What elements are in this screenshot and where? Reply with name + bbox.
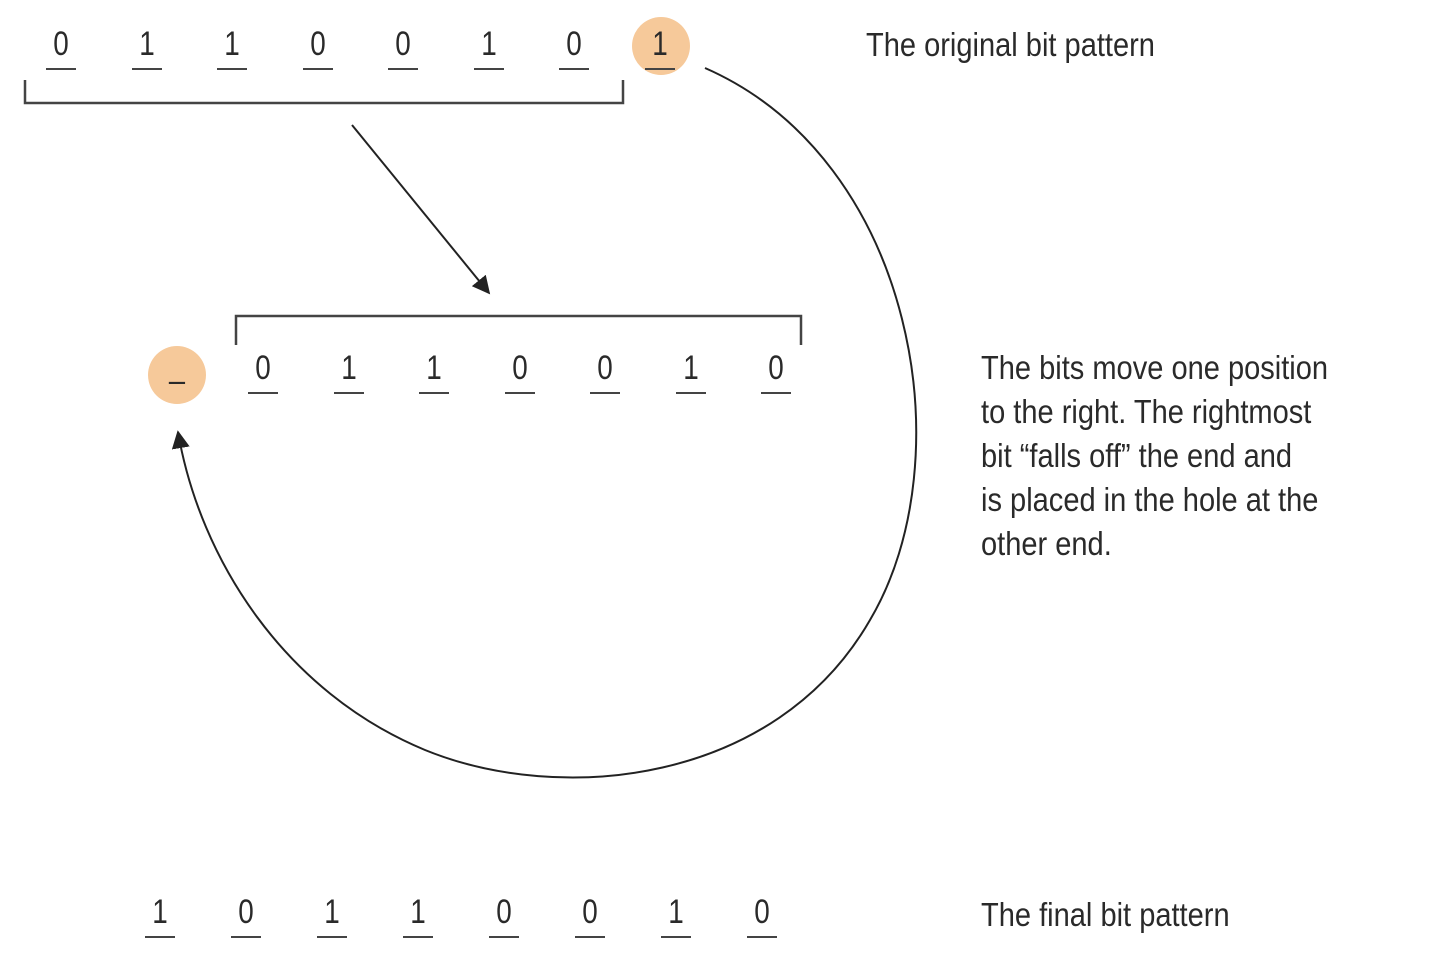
- bit-underline: [489, 936, 519, 938]
- bit-digit: 0: [511, 349, 528, 387]
- shifted-bracket: [234, 314, 803, 345]
- hole-highlight: [148, 346, 206, 404]
- explanation-line: to the right. The rightmost: [981, 393, 1312, 430]
- bit-digit: 0: [768, 349, 784, 387]
- bit-underline: [761, 392, 791, 394]
- bit-underline: [46, 68, 76, 70]
- bit-underline: [675, 392, 706, 394]
- bit-underline: [747, 936, 777, 938]
- bit-underline: [131, 68, 162, 70]
- bit-underline: [559, 68, 589, 70]
- shift-arrow: [351, 124, 491, 295]
- bit-underline: [504, 392, 535, 394]
- bit-underline: [231, 936, 261, 938]
- bit-digit: 1: [668, 893, 684, 931]
- explanation-line: The bits move one position: [981, 349, 1329, 386]
- bit-digit: 1: [682, 349, 699, 387]
- bit-underline: [333, 392, 364, 394]
- bit-underline: [661, 936, 691, 938]
- bit-underline: [248, 392, 278, 394]
- bit-digit: 0: [309, 25, 326, 63]
- bit-digit: 1: [426, 349, 442, 387]
- explanation-line: is placed in the hole at the: [981, 481, 1319, 518]
- bit-digit: 0: [395, 25, 411, 63]
- bit-underline: [317, 936, 347, 938]
- hole-placeholder: _: [169, 347, 185, 385]
- bit-digit: 1: [340, 349, 357, 387]
- wrap-around-arrow: [171, 67, 918, 779]
- bit-digit: 1: [651, 25, 668, 63]
- bit-underline: [403, 936, 433, 938]
- bit-digit: 0: [582, 893, 598, 931]
- bit-digit: 0: [597, 349, 613, 387]
- bit-underline: [419, 392, 449, 394]
- bit-digit: 0: [566, 25, 582, 63]
- bit-digit: 0: [255, 349, 271, 387]
- final-caption: The final bit pattern: [981, 896, 1230, 933]
- bit-underline: [575, 936, 605, 938]
- bit-digit: 0: [238, 893, 254, 931]
- bit-underline: [590, 392, 620, 394]
- bit-underline: [217, 68, 247, 70]
- original-bracket: [23, 80, 625, 105]
- fallen-bit-highlight: [632, 17, 690, 75]
- bit-digit: 1: [224, 25, 240, 63]
- shift-explanation: The bits move one position to the right.…: [981, 346, 1328, 566]
- bit-digit: 0: [496, 893, 512, 931]
- original-caption: The original bit pattern: [866, 26, 1155, 63]
- bit-digit: 1: [324, 893, 340, 931]
- explanation-line: other end.: [981, 525, 1112, 562]
- bit-digit: 1: [138, 25, 155, 63]
- bit-underline: [145, 936, 175, 938]
- bit-digit: 0: [53, 25, 69, 63]
- bit-digit: 1: [480, 25, 497, 63]
- bit-underline: [302, 68, 333, 70]
- bit-digit: 1: [410, 893, 426, 931]
- bit-digit: 1: [152, 893, 168, 931]
- bit-digit: 0: [754, 893, 770, 931]
- bit-underline: [388, 68, 418, 70]
- bit-underline: [644, 68, 675, 70]
- explanation-line: bit “falls off” the end and: [981, 437, 1293, 474]
- bit-underline: [473, 68, 504, 70]
